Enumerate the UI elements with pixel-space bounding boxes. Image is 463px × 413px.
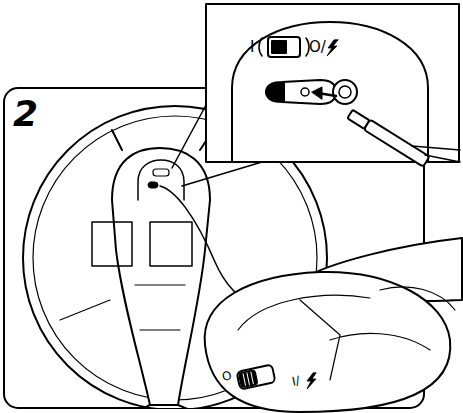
switch-position-label: I bbox=[250, 40, 254, 55]
switch-position-label: I/ bbox=[291, 374, 301, 387]
insert-arrowhead bbox=[312, 87, 322, 99]
plate-ribs bbox=[135, 285, 185, 330]
socket-plate bbox=[266, 80, 336, 104]
audio-cable bbox=[160, 186, 255, 305]
slide-switch bbox=[268, 37, 300, 57]
plate-clips bbox=[112, 130, 212, 408]
audio-plug bbox=[347, 109, 430, 167]
socket-hole bbox=[301, 88, 309, 96]
small-dome bbox=[138, 160, 184, 200]
cushion-top bbox=[380, 287, 455, 310]
small-switch bbox=[153, 169, 169, 176]
small-socket bbox=[148, 182, 158, 188]
socket-tab bbox=[267, 83, 284, 101]
pad-left bbox=[92, 222, 132, 266]
inset-box bbox=[206, 4, 459, 162]
ear-cushion bbox=[205, 272, 451, 412]
jack-ring-inner bbox=[339, 86, 351, 98]
plug-cable bbox=[412, 146, 460, 162]
switch-position-label: O/ bbox=[309, 40, 326, 55]
bolt-symbol bbox=[327, 40, 338, 56]
slide-knob bbox=[272, 41, 286, 53]
step-number: 2 bbox=[13, 96, 38, 132]
jack-ring bbox=[333, 80, 357, 104]
switch-brackets bbox=[259, 38, 309, 56]
pad-right bbox=[150, 222, 192, 266]
cup-switch bbox=[237, 364, 276, 389]
bolt-symbol bbox=[307, 373, 316, 389]
